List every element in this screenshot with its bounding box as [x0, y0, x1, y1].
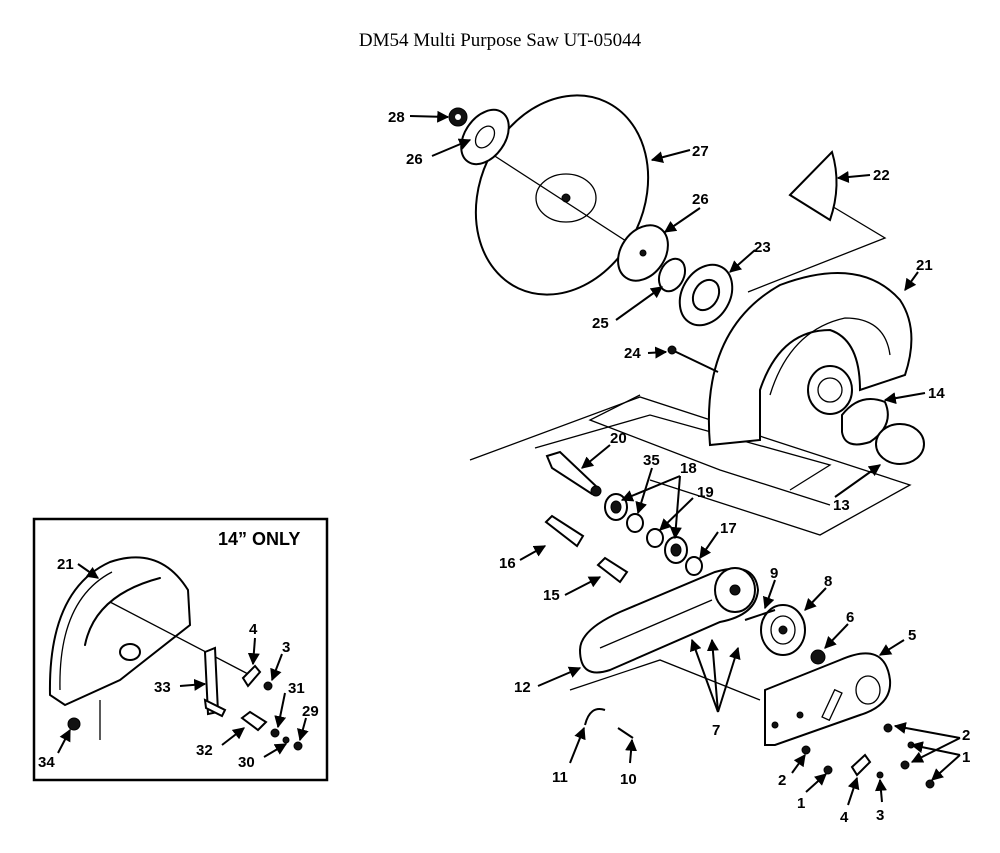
inset-label-3: 3 [282, 639, 290, 656]
label-26: 26 [406, 151, 423, 168]
inset-label-4: 4 [249, 621, 258, 638]
label-5: 5 [908, 627, 916, 644]
label-1: 1 [797, 795, 805, 812]
label-19: 19 [697, 484, 714, 501]
inset-label-34: 34 [38, 754, 55, 771]
inset-label-31: 31 [288, 680, 305, 697]
pulley-nut [810, 649, 826, 665]
label-16: 16 [499, 555, 516, 572]
label-11: 11 [552, 769, 568, 786]
guard-gasket [841, 398, 889, 446]
label-2: 2 [962, 727, 970, 744]
label-21: 21 [916, 257, 933, 274]
saw-blade [469, 94, 661, 296]
page-title: DM54 Multi Purpose Saw UT-05044 [358, 30, 642, 51]
label-20: 20 [610, 430, 627, 447]
label-15: 15 [543, 587, 560, 604]
label-17: 17 [720, 520, 737, 537]
guard-ring [875, 423, 925, 465]
drive-sleeve [596, 556, 629, 584]
label-12: 12 [514, 679, 531, 696]
label-23: 23 [754, 239, 771, 256]
part-labels: 28 26 27 26 22 23 21 25 24 14 20 35 18 1… [388, 109, 970, 826]
belt-clip [584, 708, 634, 739]
leader-lines [409, 110, 961, 806]
label-2: 2 [778, 772, 786, 789]
inner-flange [617, 224, 669, 282]
label-7: 7 [712, 722, 720, 739]
drive-pulley [744, 604, 806, 656]
outer-flange [460, 108, 510, 166]
inset-label-32: 32 [196, 742, 213, 759]
guard-screw [667, 345, 719, 373]
inset-label-30: 30 [238, 754, 255, 771]
label-26: 26 [692, 191, 709, 208]
bearings [604, 493, 703, 576]
label-14: 14 [928, 385, 945, 402]
drive-shaft [544, 514, 585, 548]
label-10: 10 [620, 771, 637, 788]
inset-label-29: 29 [302, 703, 319, 720]
belt-housing [764, 652, 892, 746]
blade-guard [707, 272, 913, 447]
arbor-shaft [545, 450, 602, 497]
inset-label-33: 33 [154, 679, 171, 696]
label-27: 27 [692, 143, 709, 160]
label-8: 8 [824, 573, 832, 590]
drive-belt [578, 567, 760, 674]
label-3: 3 [876, 807, 884, 824]
inset-14-only: 14” ONLY 21 4 3 33 [32, 517, 329, 782]
snap-ring [657, 257, 687, 293]
spacer-washer [678, 263, 734, 327]
label-18: 18 [680, 460, 697, 477]
label-28: 28 [388, 109, 405, 126]
label-4: 4 [840, 809, 849, 826]
label-25: 25 [592, 315, 609, 332]
label-6: 6 [846, 609, 854, 626]
label-9: 9 [770, 565, 778, 582]
inset-title: 14” ONLY [218, 529, 300, 549]
label-13: 13 [833, 497, 850, 514]
label-22: 22 [873, 167, 890, 184]
inset-label-21: 21 [57, 556, 74, 573]
fasteners [801, 723, 935, 789]
label-24: 24 [624, 345, 641, 362]
blade-nut [448, 107, 468, 127]
label-35: 35 [643, 452, 660, 469]
guard-wedge [788, 150, 838, 222]
label-1: 1 [962, 749, 970, 766]
